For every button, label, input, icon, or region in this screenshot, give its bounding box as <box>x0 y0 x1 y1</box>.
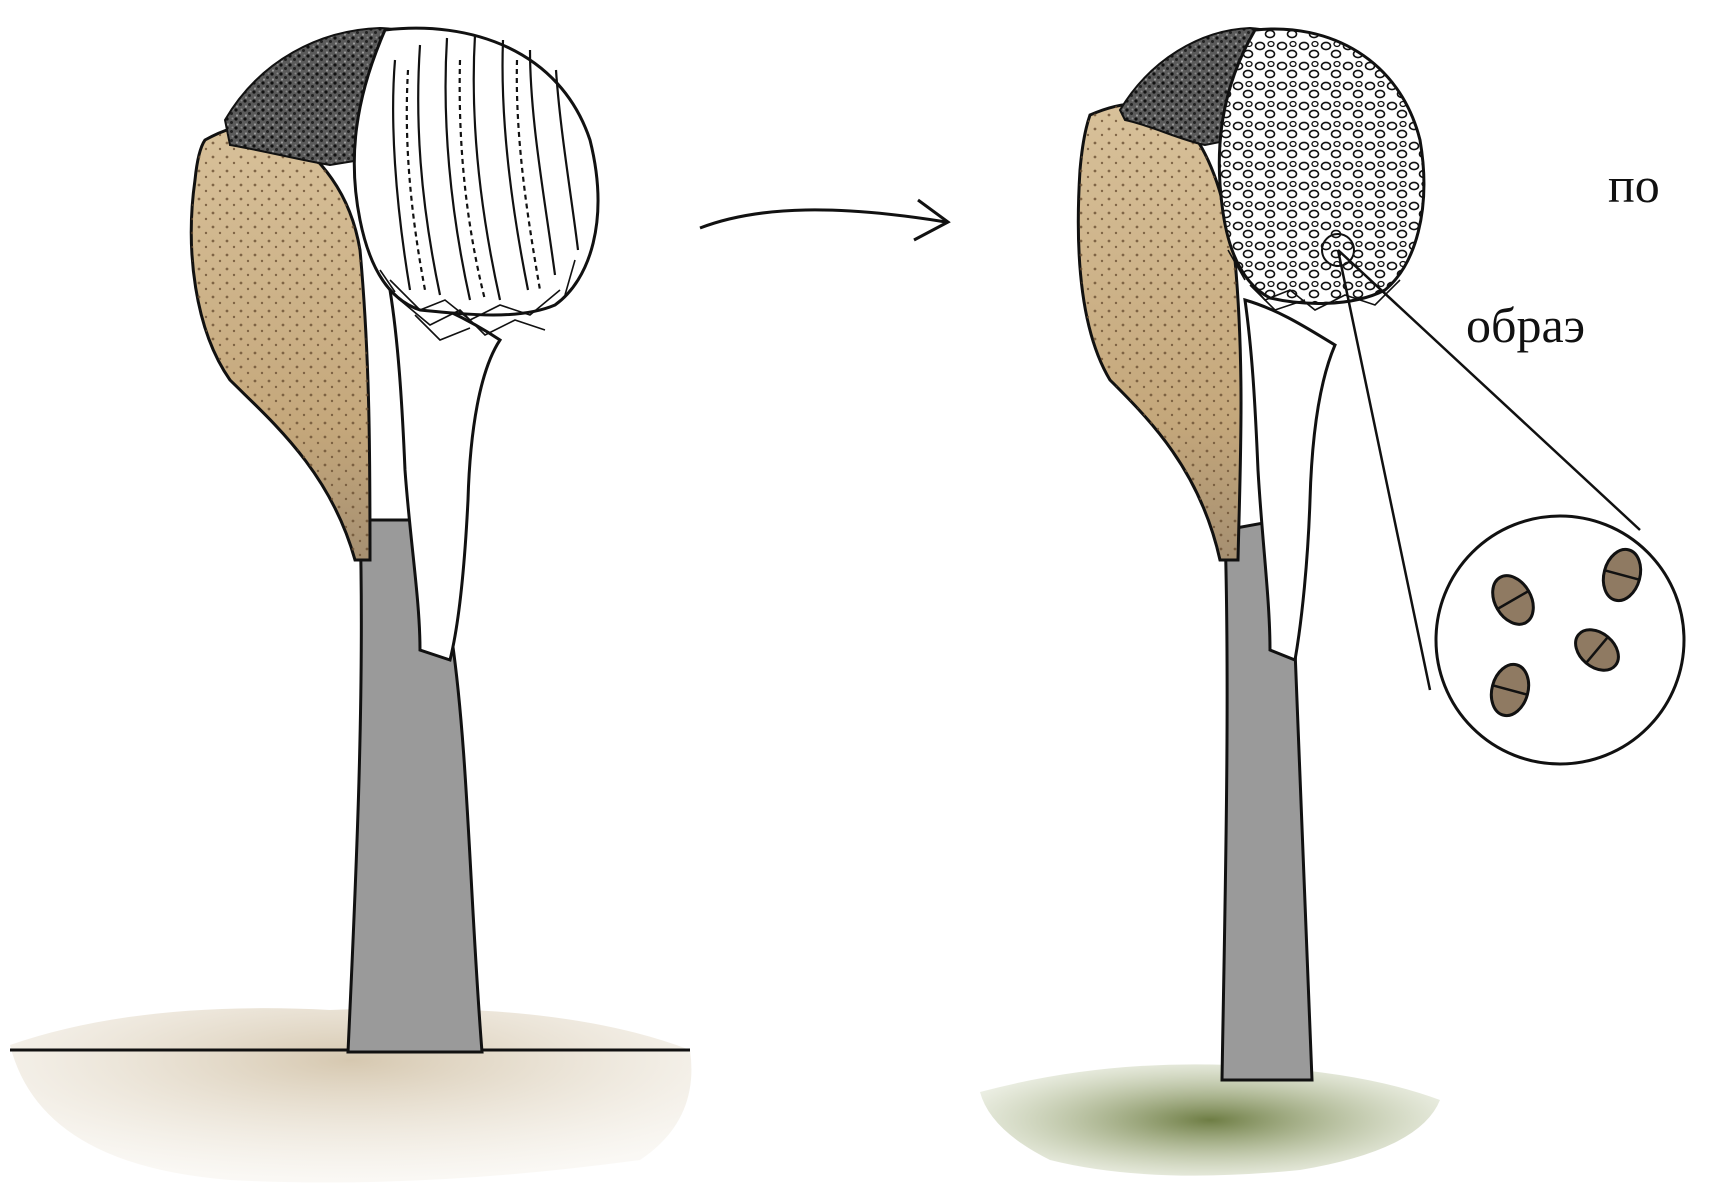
right-ground <box>980 1064 1440 1175</box>
caption-line-2: обраэ <box>1466 300 1585 350</box>
left-sporangium <box>10 28 691 1183</box>
caption-line-1: по <box>1608 160 1660 210</box>
transition-arrow <box>700 200 948 240</box>
left-cap-interior <box>354 28 598 315</box>
left-stalk <box>348 520 482 1052</box>
right-sporangium <box>980 28 1684 1176</box>
right-cap-interior <box>1219 29 1424 304</box>
spore-magnifier <box>1436 516 1684 764</box>
